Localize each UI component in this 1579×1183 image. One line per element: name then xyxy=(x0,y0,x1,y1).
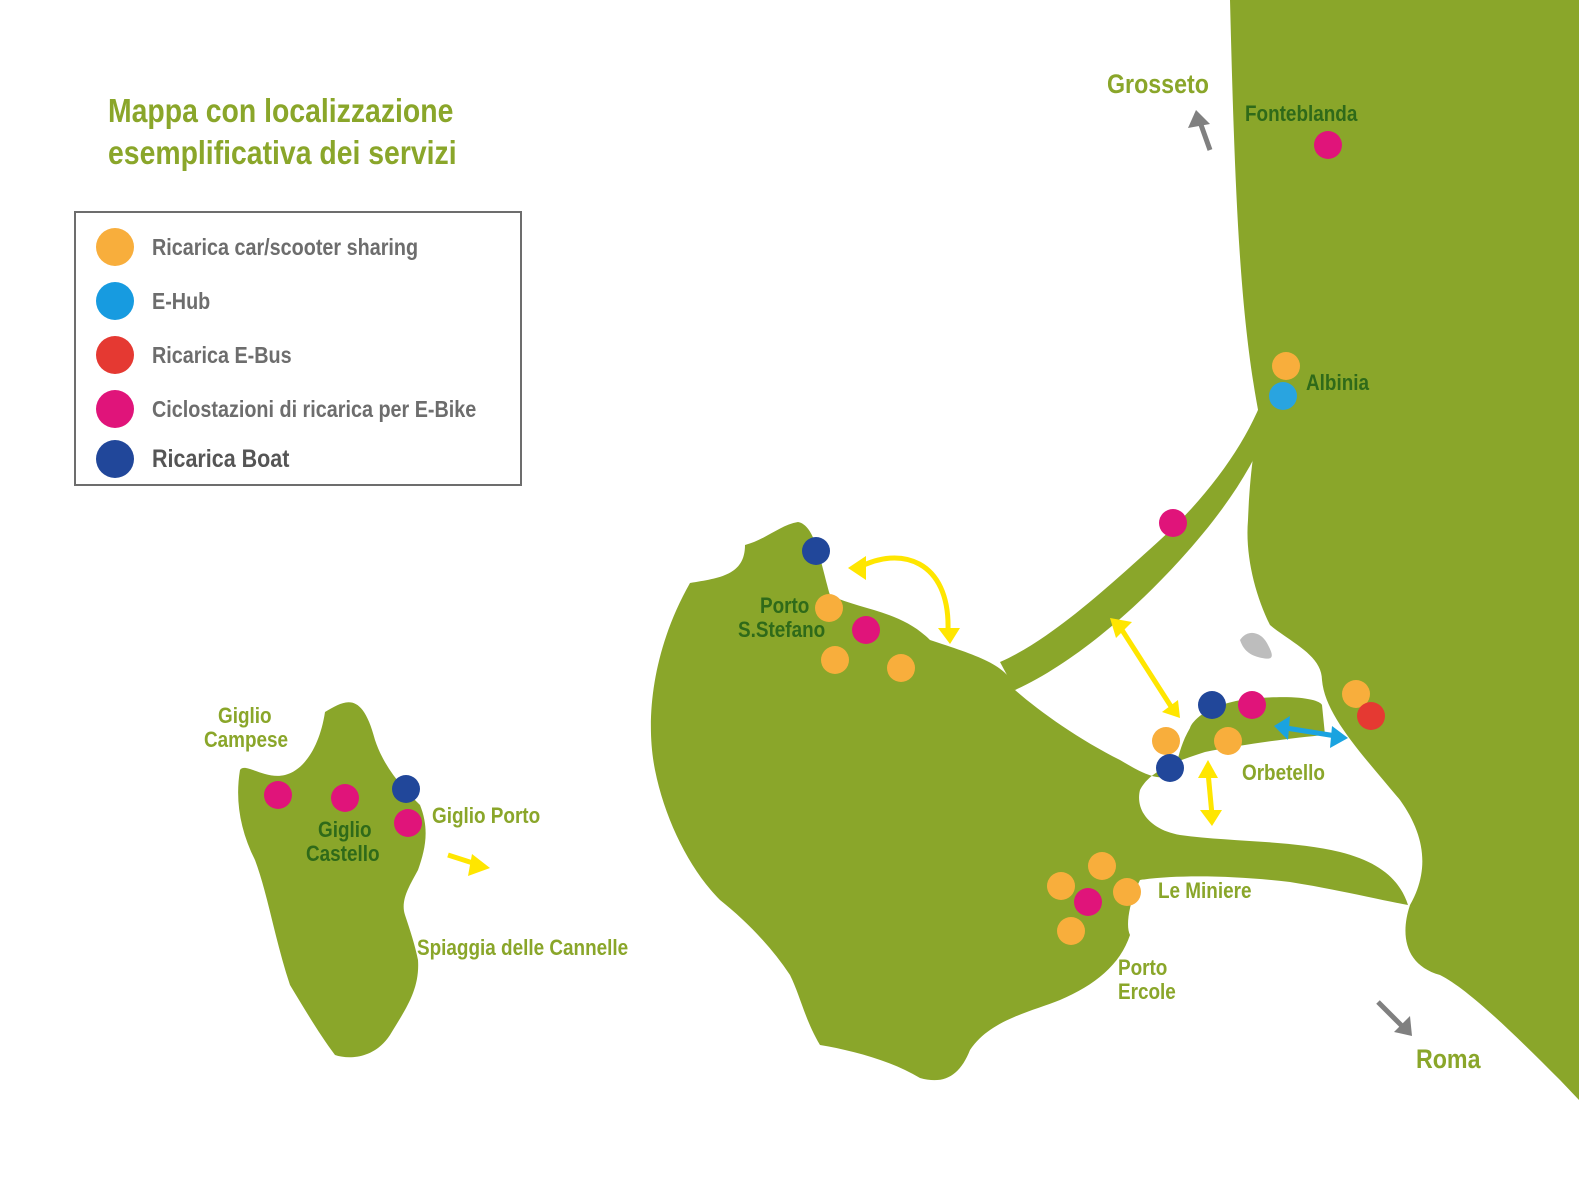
e-bus-dot-icon xyxy=(96,336,134,374)
legend-label-boat: Ricarica Boat xyxy=(152,444,290,473)
legend-item-bike: Ciclostazioni di ricarica per E-Bike xyxy=(96,389,529,429)
service-markers xyxy=(264,131,1385,945)
label-albinia: Albinia xyxy=(1306,371,1370,396)
label-porto-stefano-2: S.Stefano xyxy=(738,618,825,643)
arrow-orbetello-east xyxy=(1274,716,1348,748)
legend-label-bus: Ricarica E-Bus xyxy=(152,341,292,368)
arrow-roma xyxy=(1376,1000,1412,1036)
legend-item-hub: E-Hub xyxy=(96,281,220,321)
e-bike-dot-icon xyxy=(96,390,134,428)
label-giglio-campese-2: Campese xyxy=(204,728,288,753)
boat-dot-icon xyxy=(96,440,134,478)
marker-bike-giglio-porto xyxy=(394,809,422,837)
marker-car-orbetello-2 xyxy=(1214,727,1242,755)
marker-car-miniere-2 xyxy=(1047,872,1075,900)
arrow-orbetello-south xyxy=(1198,760,1222,826)
label-spiaggia-cannelle: Spiaggia delle Cannelle xyxy=(417,936,628,961)
arrow-porto-stefano xyxy=(848,555,960,644)
marker-bike-tombolo xyxy=(1159,509,1187,537)
arrow-grosseto xyxy=(1188,110,1213,151)
marker-hub-albinia xyxy=(1269,382,1297,410)
arrow-tombolo-orbetello xyxy=(1110,618,1180,718)
legend: Ricarica car/scooter sharing E-Hub Ricar… xyxy=(74,211,522,486)
marker-car-miniere-4 xyxy=(1057,917,1085,945)
legend-item-bus: Ricarica E-Bus xyxy=(96,335,314,375)
map-title: Mappa con localizzazione esemplificativa… xyxy=(108,90,486,174)
car-sharing-dot-icon xyxy=(96,228,134,266)
legend-label-hub: E-Hub xyxy=(152,287,211,314)
marker-car-orbetello-1 xyxy=(1152,727,1180,755)
marker-bike-giglio-1 xyxy=(264,781,292,809)
isola-del-giglio xyxy=(238,702,426,1058)
label-giglio-campese-1: Giglio xyxy=(218,704,272,729)
legend-item-boat: Ricarica Boat xyxy=(96,439,312,479)
marker-bike-miniere xyxy=(1074,888,1102,916)
label-giglio-castello-2: Castello xyxy=(306,842,380,867)
marker-boat-orbetello-1 xyxy=(1198,691,1226,719)
label-fonteblanda: Fonteblanda xyxy=(1245,102,1358,127)
legend-item-car: Ricarica car/scooter sharing xyxy=(96,227,461,267)
marker-bike-giglio-2 xyxy=(331,784,359,812)
label-grosseto: Grosseto xyxy=(1107,69,1209,99)
marker-car-orbetello-3 xyxy=(1342,680,1370,708)
label-giglio-castello-1: Giglio xyxy=(318,818,372,843)
label-orbetello: Orbetello xyxy=(1242,761,1325,786)
marker-car-miniere-3 xyxy=(1113,878,1141,906)
label-roma: Roma xyxy=(1416,1044,1481,1074)
marker-bike-fonteblanda xyxy=(1314,131,1342,159)
marker-bike-porto-stefano xyxy=(852,616,880,644)
marker-car-miniere-1 xyxy=(1088,852,1116,880)
place-labels: Grosseto Fonteblanda Albinia Porto S.Ste… xyxy=(204,69,1481,1074)
mainland xyxy=(1230,0,1579,1100)
marker-boat-orbetello-2 xyxy=(1156,754,1184,782)
label-le-miniere: Le Miniere xyxy=(1158,879,1251,904)
marker-car-porto-stefano-1 xyxy=(815,594,843,622)
legend-label-bike: Ciclostazioni di ricarica per E-Bike xyxy=(152,395,477,422)
label-porto-stefano-1: Porto xyxy=(760,594,809,619)
legend-label-car: Ricarica car/scooter sharing xyxy=(152,233,419,260)
marker-car-porto-stefano-3 xyxy=(887,654,915,682)
marker-boat-porto-stefano xyxy=(802,537,830,565)
label-porto-ercole-2: Ercole xyxy=(1118,980,1176,1005)
arrow-giglio-porto xyxy=(447,852,490,876)
map-title-line-1: Mappa con localizzazione xyxy=(108,92,454,129)
marker-boat-giglio xyxy=(392,775,420,803)
marker-car-albinia xyxy=(1272,352,1300,380)
label-porto-ercole-1: Porto xyxy=(1118,956,1167,981)
e-hub-dot-icon xyxy=(96,282,134,320)
tombolo-giannella xyxy=(1000,382,1280,690)
islet xyxy=(1240,632,1272,659)
marker-bus-orbetello xyxy=(1357,702,1385,730)
marker-bike-orbetello xyxy=(1238,691,1266,719)
label-giglio-porto: Giglio Porto xyxy=(432,804,540,829)
marker-car-porto-stefano-2 xyxy=(821,646,849,674)
map-title-line-2: esemplificativa dei servizi xyxy=(108,134,457,171)
